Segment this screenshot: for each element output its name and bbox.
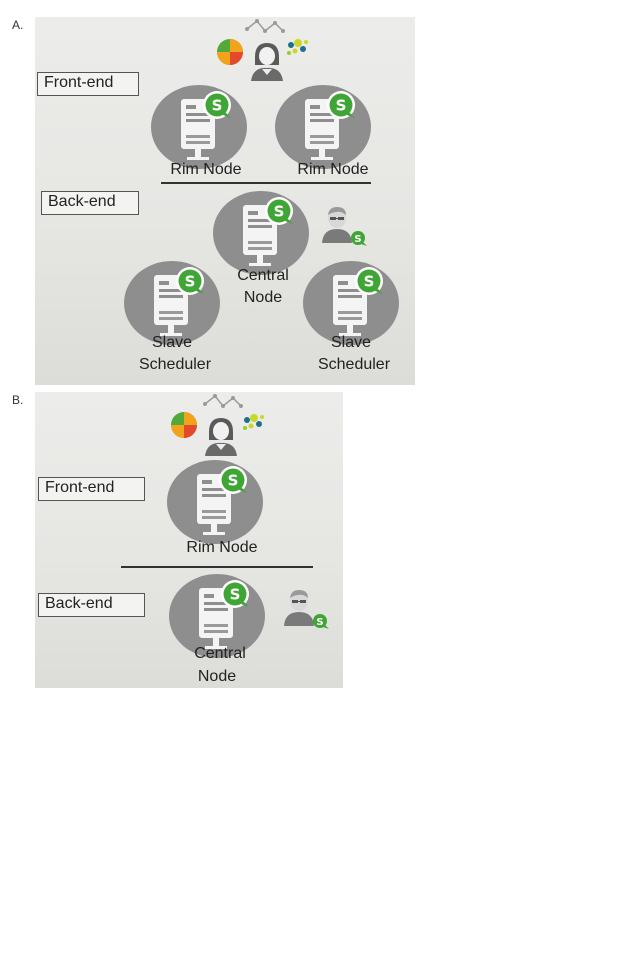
pie-chart-icon — [215, 37, 245, 67]
front-end-label: Front-end — [37, 72, 139, 96]
scatter-icon — [285, 37, 311, 59]
rim-node-right-server-icon — [275, 81, 375, 171]
pie-chart-icon — [169, 410, 199, 440]
slave-scheduler-right-label-line2: Scheduler — [317, 356, 391, 373]
option-a-diagram: Front-end Rim Node Rim Node Back-end Cen… — [35, 17, 415, 385]
central-node-label-line1: Central — [194, 645, 246, 662]
rim-node-left-server-icon — [151, 81, 251, 171]
user-icon — [247, 41, 287, 81]
slave-scheduler-left-label-line2: Scheduler — [138, 356, 212, 373]
back-end-label: Back-end — [38, 593, 145, 617]
rim-node-left-label: Rim Node — [170, 161, 242, 178]
user-icon — [201, 416, 241, 456]
rim-node-label: Rim Node — [186, 539, 258, 556]
back-end-label: Back-end — [41, 191, 139, 215]
network-icon — [203, 392, 243, 412]
network-icon — [245, 17, 285, 37]
front-end-label: Front-end — [38, 477, 145, 501]
central-node-server-icon — [213, 187, 313, 277]
option-b-diagram: Front-end Rim Node Back-end Central Node — [35, 392, 343, 688]
central-node-label-line2: Node — [243, 289, 283, 306]
tier-divider — [121, 566, 313, 568]
central-node-label-line1: Central — [237, 267, 289, 284]
rim-node-right-label: Rim Node — [297, 161, 369, 178]
option-b-letter: B. — [12, 393, 24, 407]
central-node-label-line2: Node — [197, 668, 237, 685]
admin-user-icon — [319, 203, 371, 247]
option-a-letter: A. — [12, 18, 24, 32]
slave-scheduler-left-label-line1: Slave — [151, 334, 193, 351]
admin-user-icon — [281, 586, 333, 630]
tier-divider — [161, 182, 371, 184]
slave-scheduler-right-label-line1: Slave — [330, 334, 372, 351]
scatter-icon — [241, 412, 267, 434]
rim-node-server-icon — [167, 456, 267, 546]
